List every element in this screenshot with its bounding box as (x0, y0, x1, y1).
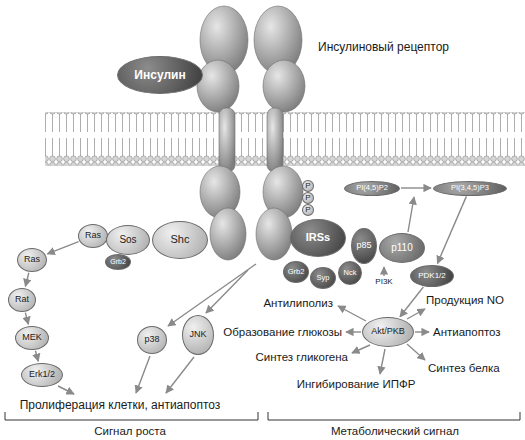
text-label: Продукция NO (426, 294, 504, 307)
protein-oval: PI(4,5)P2 (344, 181, 400, 196)
protein-oval: Grb2 (105, 254, 131, 270)
node-label: P (305, 194, 310, 202)
receptor-alpha-left (197, 60, 239, 112)
node-label: P (305, 206, 310, 214)
group-bracket (268, 412, 520, 420)
node-label: Sos (119, 235, 136, 246)
protein-oval: IRSs (290, 219, 346, 257)
protein-oval: Ras (78, 224, 108, 248)
node-label: IRSs (306, 232, 330, 244)
signal-arrow (136, 356, 150, 393)
signal-arrow (206, 270, 248, 313)
protein-oval: PI(3,4,5)P3 (433, 181, 507, 196)
akt-effect-arrow (407, 309, 425, 319)
protein-oval: p38 (137, 326, 167, 354)
node-label: p110 (391, 243, 413, 254)
node-label: Rat (15, 295, 29, 304)
insulin-receptor (197, 6, 305, 260)
signal-arrow (168, 264, 256, 326)
protein-oval: Rat (8, 288, 36, 312)
protein-oval: Shc (152, 221, 208, 259)
receptor-beta-right (256, 208, 292, 260)
protein-oval: Инсулин (117, 56, 203, 94)
protein-oval: Grb2 (283, 261, 309, 283)
akt-effect-arrow (407, 344, 425, 360)
protein-oval: Ras (17, 248, 47, 272)
protein-oval: Sos (106, 225, 150, 255)
text-label: Синтез белка (428, 362, 500, 375)
text-label: Метаболический сигнал (331, 425, 459, 438)
text-label: Антилиполиз (263, 297, 333, 310)
node-label: P (305, 182, 310, 190)
akt-effect-arrow (352, 345, 370, 353)
node-label: Ras (24, 255, 40, 264)
node-label: PI(4,5)P2 (356, 184, 388, 192)
signal-arrow (25, 313, 28, 325)
node-label: MEK (22, 333, 42, 342)
receptor-alpha-right (263, 60, 305, 112)
text-label: PI3K (375, 278, 392, 287)
signal-arrow (400, 287, 423, 317)
node-label: Syp (317, 274, 330, 282)
receptor-transmembrane (267, 108, 283, 172)
node-label: Ras (85, 231, 101, 240)
akt-effect-arrow (415, 331, 429, 332)
signal-arrow (401, 187, 431, 188)
protein-oval: P (302, 192, 314, 204)
signal-arrow (47, 242, 78, 254)
protein-oval: Syp (310, 267, 336, 289)
node-label: Akt/PKB (371, 327, 405, 336)
protein-oval: Akt/PKB (362, 317, 414, 347)
node-label: Grb2 (110, 258, 126, 265)
node-label: p38 (144, 335, 159, 344)
protein-oval: PDK1/2 (410, 265, 454, 287)
signal-arrow (166, 357, 194, 393)
protein-oval: P (302, 204, 314, 216)
signal-arrow (383, 267, 384, 276)
akt-effect-arrow (338, 306, 366, 321)
node-label: Erk1/2 (29, 370, 55, 379)
protein-oval: Nck (338, 261, 362, 285)
akt-effect-arrow (346, 331, 361, 332)
signal-arrow (437, 196, 466, 263)
node-label: PI(3,4,5)P3 (451, 184, 489, 192)
protein-oval: P (302, 180, 314, 192)
signal-arrow (25, 273, 28, 287)
protein-oval: p85 (351, 228, 377, 264)
signal-arrow (58, 386, 74, 394)
text-label: Антиапоптоз (433, 326, 501, 339)
text-label: Образование глюкозы (223, 326, 342, 339)
text-label: Инсулиновый рецептор (318, 41, 449, 54)
text-label: Сигнал роста (94, 425, 166, 438)
node-label: Grb2 (288, 268, 305, 276)
group-bracket (5, 412, 258, 420)
receptor-beta-left (210, 208, 246, 260)
node-label: JNK (189, 330, 206, 339)
node-label: PDK1/2 (418, 272, 446, 280)
protein-oval: MEK (15, 326, 49, 350)
node-label: Инсулин (134, 69, 185, 82)
signal-arrow (408, 197, 414, 232)
node-label: p85 (356, 241, 371, 250)
text-label: Синтез гликогена (255, 351, 348, 364)
protein-oval: Erk1/2 (21, 363, 63, 387)
akt-effect-arrow (380, 349, 385, 374)
protein-oval: JNK (182, 315, 214, 355)
cell-membrane (45, 112, 525, 166)
text-label: Пролиферация клетки, антиапоптоз (20, 399, 221, 412)
receptor-transmembrane (219, 108, 235, 172)
protein-oval: p110 (379, 233, 425, 263)
text-label: Ингибирование ИПФР (297, 378, 416, 391)
node-label: Shc (171, 234, 190, 246)
signal-arrow (35, 351, 38, 361)
node-label: Nck (344, 269, 357, 277)
